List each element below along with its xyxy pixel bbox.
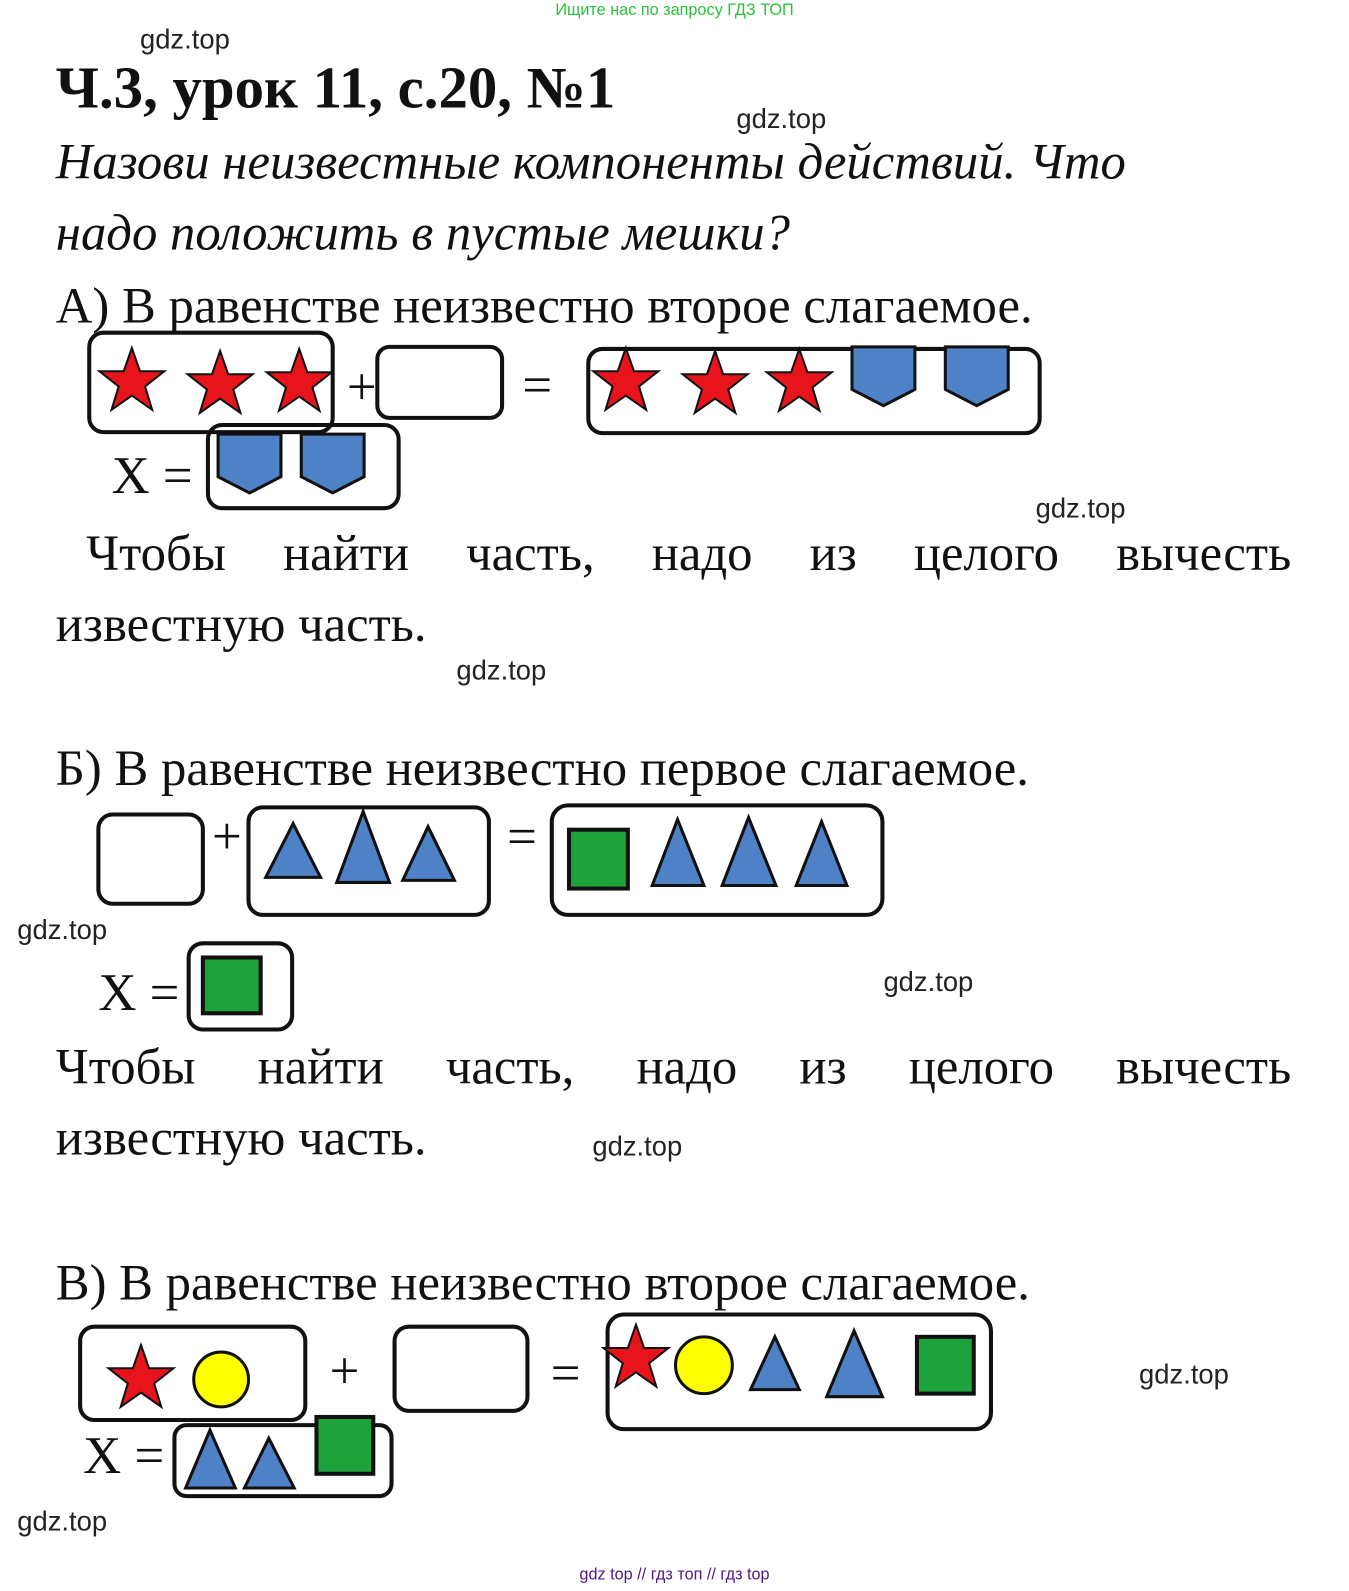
triangle-icon xyxy=(400,823,457,882)
equals-sign: = xyxy=(522,357,553,415)
star-icon xyxy=(765,347,833,412)
section-b-heading: Б) В равенстве неизвестно первое слагаем… xyxy=(55,739,1029,797)
star-icon xyxy=(592,346,660,411)
bag-empty xyxy=(375,344,505,420)
watermark: gdz.top xyxy=(1139,1359,1229,1390)
star-icon xyxy=(602,1323,670,1388)
rule-b-line-2: известную часть. xyxy=(55,1108,427,1166)
star-icon xyxy=(107,1343,175,1408)
triangle-icon xyxy=(183,1426,238,1490)
triangle-icon xyxy=(334,807,392,884)
rule-b-line-1: Чтобы найти часть, надо из целого вычест… xyxy=(55,1037,1292,1095)
rule-a-line-1: Чтобы найти часть, надо из целого вычест… xyxy=(86,524,1292,582)
triangle-icon xyxy=(649,815,707,888)
bag-empty xyxy=(96,812,205,906)
x-label: X = xyxy=(98,964,180,1023)
square-icon xyxy=(200,955,263,1016)
square-icon xyxy=(566,827,630,891)
circle-icon xyxy=(192,1350,251,1409)
watermark: gdz.top xyxy=(139,24,230,55)
x-label: X = xyxy=(83,1427,165,1485)
triangle-icon xyxy=(242,1434,297,1490)
bag-answer xyxy=(186,941,295,1032)
watermark: gdz.top xyxy=(736,103,827,134)
shield-icon xyxy=(299,432,366,495)
square-icon xyxy=(314,1414,376,1476)
triangle-icon xyxy=(793,817,850,888)
plus-sign: + xyxy=(211,808,242,867)
triangle-icon xyxy=(748,1333,802,1392)
star-icon xyxy=(681,349,749,414)
section-a-heading: А) В равенстве неизвестно второе слагаем… xyxy=(55,276,1033,334)
shield-icon xyxy=(850,345,917,408)
bag-second-addend xyxy=(246,805,491,917)
bag-empty xyxy=(392,1324,530,1413)
plus-sign: + xyxy=(346,359,377,417)
section-c-heading: В) В равенстве неизвестно второе слагаем… xyxy=(55,1253,1030,1311)
plus-sign: + xyxy=(329,1342,360,1401)
bag-sum xyxy=(605,1312,993,1432)
watermark: gdz.top xyxy=(592,1130,683,1162)
star-icon xyxy=(98,346,166,411)
bag-sum xyxy=(586,346,1042,436)
watermark: gdz.top xyxy=(883,966,974,998)
footer-links[interactable]: gdz top // гдз топ // гдз top xyxy=(579,1566,770,1584)
watermark: gdz.top xyxy=(456,655,547,686)
circle-icon xyxy=(674,1335,734,1396)
triangle-icon xyxy=(719,813,779,888)
page-title: Ч.3, урок 11, с.20, №1 xyxy=(55,54,616,121)
x-label: X = xyxy=(111,447,193,506)
watermark: gdz.top xyxy=(17,914,108,946)
triangle-icon xyxy=(824,1326,885,1399)
rule-a-line-2: известную часть. xyxy=(55,595,427,653)
equals-sign: = xyxy=(550,1344,581,1403)
bag-answer xyxy=(205,422,401,511)
shield-icon xyxy=(943,345,1010,408)
star-icon xyxy=(265,347,333,412)
watermark: gdz.top xyxy=(17,1506,108,1537)
shield-icon xyxy=(216,432,283,495)
top-banner[interactable]: Ищите нас по запросу ГДЗ ТОП xyxy=(555,2,794,20)
bag-first-addend xyxy=(78,1324,308,1423)
bag-answer xyxy=(172,1423,394,1499)
task-line-2: надо положить в пустые мешки? xyxy=(55,203,791,261)
bag-sum xyxy=(549,803,885,917)
watermark: gdz.top xyxy=(1035,492,1126,524)
star-icon xyxy=(186,349,254,414)
square-icon xyxy=(914,1334,976,1396)
equals-sign: = xyxy=(507,808,537,867)
triangle-icon xyxy=(263,820,324,879)
task-line-1: Назови неизвестные компоненты действий. … xyxy=(55,132,1126,190)
